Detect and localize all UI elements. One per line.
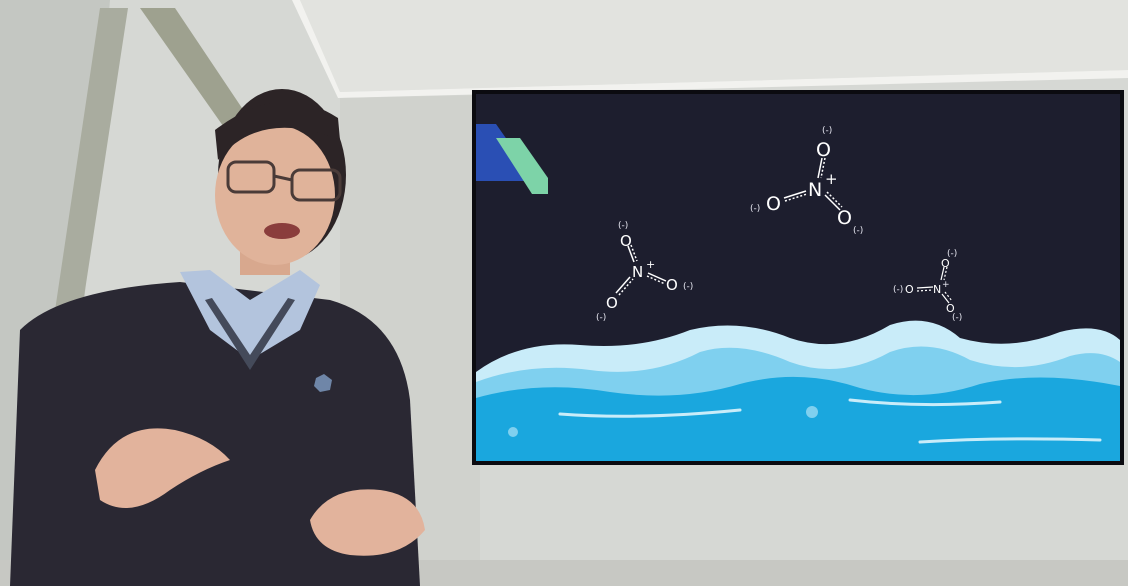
nitrogen-atom: N: [808, 179, 822, 201]
bond: [817, 157, 823, 179]
bond: [783, 190, 807, 199]
bond: [615, 276, 631, 294]
bond: [916, 286, 934, 289]
nitrogen-atom: N: [632, 263, 643, 281]
presentation-slide: N + O O O (-) (-) (-) N + O O O (-) (-) …: [472, 90, 1124, 465]
water-bubble: [508, 427, 518, 437]
oxygen-atom: O: [941, 257, 950, 270]
nitrate-molecule: N + O O O (-) (-) (-): [596, 221, 693, 323]
presenter: [10, 89, 425, 586]
oxygen-atom: O: [666, 276, 678, 294]
water-highlight: [848, 398, 1002, 407]
hair-fringe: [215, 101, 340, 160]
oxygen-atom: O: [905, 283, 914, 296]
charge-label: (-): [822, 126, 832, 136]
bond: [618, 278, 634, 296]
oxygen-atom: O: [837, 207, 852, 229]
bond: [820, 157, 826, 179]
water-highlight: [918, 437, 1102, 444]
bond: [647, 272, 667, 282]
oxygen-atom: O: [946, 302, 955, 315]
oxygen-atom: O: [606, 294, 618, 312]
nitrogen-charge: +: [825, 170, 838, 188]
bond: [630, 244, 638, 262]
nitrogen-atom: N: [933, 283, 941, 296]
charge-label: (-): [947, 249, 957, 259]
bond: [627, 245, 635, 263]
bond: [824, 194, 841, 211]
left-hand: [95, 428, 230, 508]
charge-label: (-): [750, 204, 760, 214]
water-bubble: [806, 406, 818, 418]
face: [215, 125, 335, 265]
bond: [941, 293, 950, 304]
glasses-bridge: [273, 174, 293, 182]
charge-label: (-): [596, 313, 606, 323]
school-crest: [314, 374, 332, 392]
bond: [826, 191, 843, 208]
bond: [944, 291, 953, 302]
oxygen-atom: O: [816, 139, 831, 161]
charge-label: (-): [853, 226, 863, 236]
right-hand: [310, 489, 425, 556]
bond: [646, 275, 666, 285]
window-frame-diagonal: [140, 8, 250, 150]
nitrogen-charge: +: [942, 280, 950, 290]
accent-stripe-green: [496, 138, 548, 194]
nitrate-molecule: N + O O O (-) (-) (-): [750, 126, 863, 236]
nitrate-molecule: N + O O O (-) (-) (-): [893, 249, 962, 323]
glasses-right-lens: [290, 168, 342, 202]
charge-label: (-): [683, 282, 693, 292]
oxygen-atom: O: [766, 193, 781, 215]
ceiling: [0, 0, 1128, 92]
oxygen-atom: O: [620, 232, 632, 250]
sweater-vneck: [205, 298, 295, 370]
bond: [940, 266, 945, 281]
charge-label: (-): [893, 285, 903, 295]
shirt-collar: [180, 270, 320, 360]
wave-front: [476, 376, 1120, 461]
bond: [916, 289, 934, 292]
mouth: [264, 223, 300, 239]
charge-label: (-): [618, 221, 628, 231]
water-highlight: [558, 408, 742, 418]
charge-label: (-): [952, 313, 962, 323]
nitrogen-charge: +: [646, 258, 655, 271]
